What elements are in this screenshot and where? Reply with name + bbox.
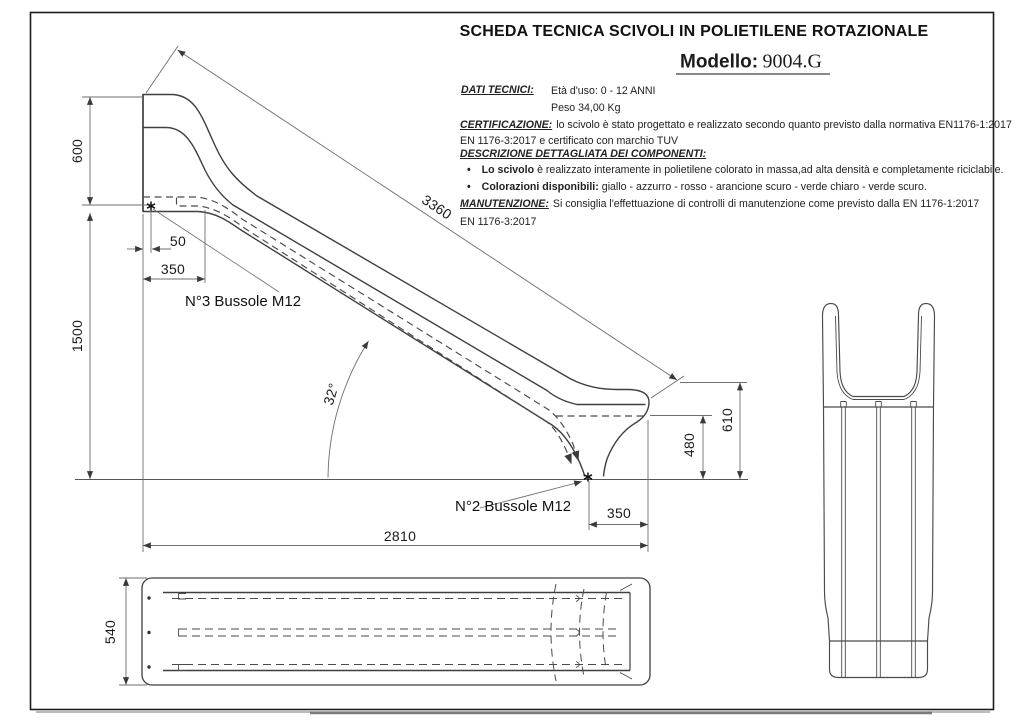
bussola-marker-top xyxy=(146,201,156,211)
front-view xyxy=(821,302,936,679)
top-view-bed-edges xyxy=(163,591,631,672)
dati-tecnici-label: DATI TECNICI: xyxy=(461,84,534,96)
manutenzione-line2: EN 1176-3:2017 xyxy=(460,216,537,228)
component-item-colorazioni: Colorazioni disponibili:giallo - azzurro… xyxy=(467,181,927,193)
top-view xyxy=(119,577,651,686)
top-view-outline xyxy=(141,577,651,686)
page-title: SCHEDA TECNICA SCIVOLI IN POLIETILENE RO… xyxy=(459,23,929,40)
manutenzione-label: MANUTENZIONE: xyxy=(460,198,549,210)
dim-600: 600 xyxy=(69,138,85,164)
descrizione-label: DESCRIZIONE DETTAGLIATA DEI COMPONENTI: xyxy=(460,148,707,160)
slide-hidden-edges xyxy=(143,196,646,465)
model-label: Modello: xyxy=(679,51,759,73)
top-view-hidden-edges xyxy=(172,583,626,682)
side-view xyxy=(75,45,748,552)
peso-value: Peso 34,00 Kg xyxy=(551,102,621,114)
dim-2810: 2810 xyxy=(383,528,417,544)
model-value: 9004.G xyxy=(762,50,823,73)
bussola-marker-bottom xyxy=(583,472,593,482)
model-line: Modello: 9004.G xyxy=(675,50,831,75)
certificazione-line1: CERTIFICAZIONE:lo scivolo è stato proget… xyxy=(460,119,1012,131)
dim-540: 540 xyxy=(102,619,118,645)
eta-uso-value: Età d'uso: 0 - 12 ANNI xyxy=(551,85,656,97)
front-view-u-outline xyxy=(821,302,936,408)
top-view-details xyxy=(178,583,633,680)
dim-350-bottom: 350 xyxy=(606,505,632,521)
dim-480: 480 xyxy=(681,432,697,458)
leader-bussole-top xyxy=(152,208,280,293)
side-dimension-lines xyxy=(82,45,747,552)
page-border xyxy=(29,11,995,715)
top-view-bussole-dots xyxy=(147,596,151,669)
dim-1500: 1500 xyxy=(69,319,85,353)
label-bussole-top: N°3 Bussole M12 xyxy=(185,293,302,310)
front-view-ribs xyxy=(840,401,917,677)
certificazione-label: CERTIFICAZIONE: xyxy=(460,119,553,131)
front-view-u-inner xyxy=(835,315,922,400)
dim-50: 50 xyxy=(169,233,187,249)
dim-350-top: 350 xyxy=(160,261,186,277)
manutenzione-line1: MANUTENZIONE:Si consiglia l'effettuazion… xyxy=(460,198,980,210)
dim-610: 610 xyxy=(719,407,735,433)
certificazione-line2: EN 1176-3:2017 e certificato con marchio… xyxy=(460,135,679,147)
top-view-dimension-lines xyxy=(119,577,147,686)
angle-arc xyxy=(327,340,369,478)
label-bussole-bottom: N°2 Bussole M12 xyxy=(455,498,572,515)
leader-bussole-bottom xyxy=(479,480,583,509)
